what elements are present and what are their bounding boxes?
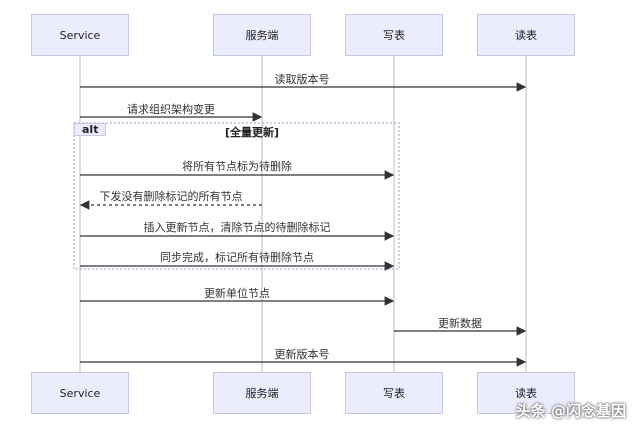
actor-bottom-service: Service: [31, 372, 129, 414]
alt-tag: alt: [74, 123, 106, 136]
message-label-update-data: 更新数据: [438, 317, 482, 330]
message-label-mark-delete: 将所有节点标为待删除: [182, 160, 292, 173]
alt-condition: [全量更新]: [224, 126, 280, 139]
actor-top-write-table: 写表: [345, 14, 443, 56]
message-label-request-change: 请求组织架构变更: [127, 103, 215, 116]
actor-bottom-read-table: 读表: [477, 372, 575, 414]
message-label-update-unit: 更新单位节点: [204, 287, 270, 300]
actor-label: Service: [59, 28, 101, 42]
actor-top-read-table: 读表: [477, 14, 575, 56]
alt-frame: [73, 122, 400, 270]
actor-label: 读表: [515, 29, 537, 42]
message-label-send-nodes: 下发没有删除标记的所有节点: [99, 190, 243, 203]
actor-label: 读表: [515, 387, 537, 400]
actor-label: 服务端: [245, 29, 279, 42]
actor-label: 写表: [383, 29, 405, 42]
actor-bottom-server: 服务端: [213, 372, 311, 414]
message-label-read-version: 读取版本号: [274, 73, 330, 86]
actor-label: Service: [59, 386, 101, 400]
message-label-update-version: 更新版本号: [274, 348, 330, 361]
actor-bottom-write-table: 写表: [345, 372, 443, 414]
actor-label: 写表: [383, 387, 405, 400]
watermark: 头条 @闪念基因: [515, 402, 626, 420]
message-label-sync-done: 同步完成，标记所有待删除节点: [160, 251, 314, 264]
actor-top-service: Service: [31, 14, 129, 56]
actor-top-server: 服务端: [213, 14, 311, 56]
message-label-insert-nodes: 插入更新节点，清除节点的待删除标记: [143, 221, 331, 234]
actor-label: 服务端: [245, 387, 279, 400]
